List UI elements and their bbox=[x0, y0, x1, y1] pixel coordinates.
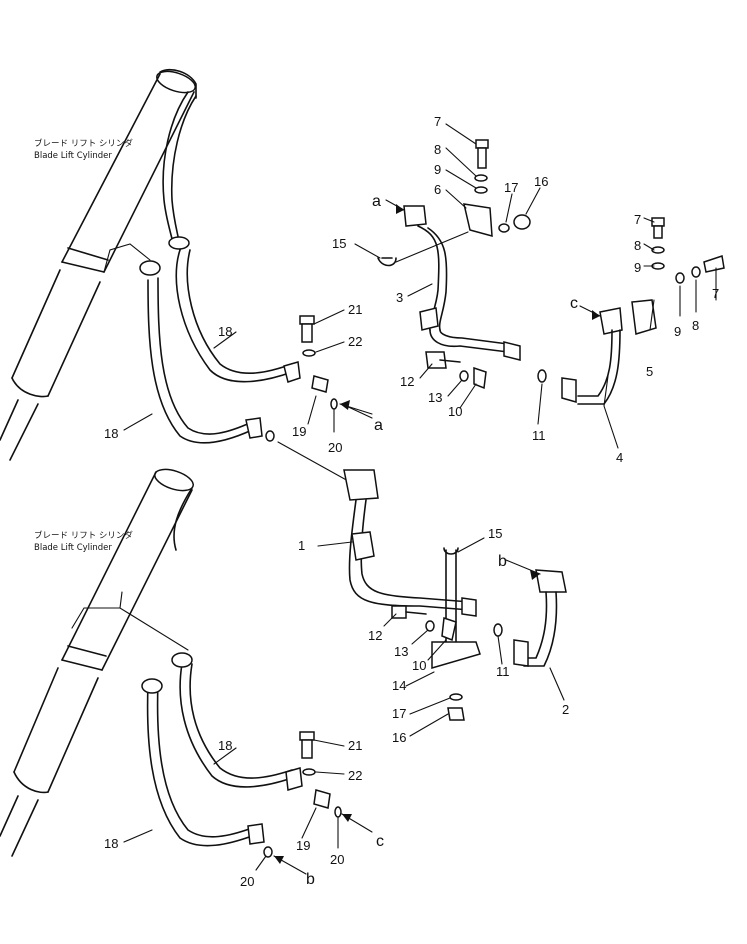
callout-12: 12 bbox=[368, 628, 382, 643]
callout-20: 20 bbox=[328, 440, 342, 455]
top-clamp-15 bbox=[377, 257, 397, 267]
callout-21: 21 bbox=[348, 302, 362, 317]
reference-a: a bbox=[374, 417, 383, 434]
callout-20: 20 bbox=[330, 852, 344, 867]
reference-c: c bbox=[570, 295, 578, 312]
callout-19: 19 bbox=[292, 424, 306, 439]
top-leader-lines bbox=[123, 123, 717, 483]
top-reference-arrows bbox=[339, 199, 601, 415]
top-cylinder-caption: ブレード リフト シリンダ Blade Lift Cylinder bbox=[34, 138, 133, 161]
reference-a: a bbox=[372, 193, 381, 210]
callout-12: 12 bbox=[400, 374, 414, 389]
caption-jp: ブレード リフト シリンダ bbox=[34, 138, 133, 149]
callout-18: 18 bbox=[104, 836, 118, 851]
top-hoses bbox=[139, 91, 301, 444]
caption-en: Blade Lift Cylinder bbox=[34, 543, 112, 553]
callout-17: 17 bbox=[504, 180, 518, 195]
callout-4: 4 bbox=[616, 450, 623, 465]
callout-18: 18 bbox=[218, 324, 232, 339]
reference-b: b bbox=[498, 553, 507, 570]
reference-c: c bbox=[376, 833, 384, 850]
callout-11: 11 bbox=[496, 664, 510, 679]
callout-5: 5 bbox=[646, 364, 653, 379]
callout-14: 14 bbox=[392, 678, 406, 693]
top-callout-labels: 7 8 9 6 17 16 a 15 3 7 8 9 7 8 9 5 c 4 1… bbox=[104, 114, 719, 465]
bottom-leader-lines bbox=[123, 537, 565, 875]
callout-21: 21 bbox=[348, 738, 362, 753]
callout-8: 8 bbox=[434, 142, 441, 157]
callout-16: 16 bbox=[534, 174, 548, 189]
callout-8: 8 bbox=[634, 238, 641, 253]
callout-19: 19 bbox=[296, 838, 310, 853]
bottom-fasteners-lower bbox=[263, 731, 342, 858]
top-fasteners-lower bbox=[265, 315, 487, 442]
callout-15: 15 bbox=[488, 526, 502, 541]
callout-11: 11 bbox=[532, 428, 546, 443]
caption-jp: ブレード リフト シリンダ bbox=[34, 530, 133, 541]
callout-20: 20 bbox=[240, 874, 254, 889]
top-blade-lift-cylinder bbox=[0, 68, 197, 461]
bottom-callout-labels: 1 15 b 12 13 10 11 14 2 17 16 18 18 21 2… bbox=[104, 526, 569, 889]
callout-18: 18 bbox=[218, 738, 232, 753]
bottom-blade-lift-cylinder bbox=[0, 468, 194, 857]
callout-9: 9 bbox=[434, 162, 441, 177]
top-pipe-3 bbox=[395, 203, 521, 361]
callout-8: 8 bbox=[692, 318, 699, 333]
callout-15: 15 bbox=[332, 236, 346, 251]
callout-7: 7 bbox=[634, 212, 641, 227]
callout-10: 10 bbox=[448, 404, 462, 419]
caption-en: Blade Lift Cylinder bbox=[34, 151, 112, 161]
top-pipe-4-and-bracket-5 bbox=[537, 217, 725, 405]
callout-13: 13 bbox=[394, 644, 408, 659]
callout-7: 7 bbox=[434, 114, 441, 129]
top-fasteners-center bbox=[474, 139, 531, 233]
callout-9: 9 bbox=[674, 324, 681, 339]
callout-16: 16 bbox=[392, 730, 406, 745]
callout-9: 9 bbox=[634, 260, 641, 275]
bottom-hoses bbox=[141, 487, 303, 847]
callout-7: 7 bbox=[712, 286, 719, 301]
bottom-pipe-2 bbox=[513, 569, 567, 667]
callout-3: 3 bbox=[396, 290, 403, 305]
callout-2: 2 bbox=[562, 702, 569, 717]
callout-18: 18 bbox=[104, 426, 118, 441]
callout-10: 10 bbox=[412, 658, 426, 673]
bottom-cylinder-caption: ブレード リフト シリンダ Blade Lift Cylinder bbox=[34, 530, 133, 553]
bottom-clamp-and-plate bbox=[391, 547, 503, 721]
callout-6: 6 bbox=[434, 182, 441, 197]
callout-13: 13 bbox=[428, 390, 442, 405]
callout-22: 22 bbox=[348, 768, 362, 783]
callout-17: 17 bbox=[392, 706, 406, 721]
callout-1: 1 bbox=[298, 538, 305, 553]
reference-b: b bbox=[306, 871, 315, 888]
callout-22: 22 bbox=[348, 334, 362, 349]
